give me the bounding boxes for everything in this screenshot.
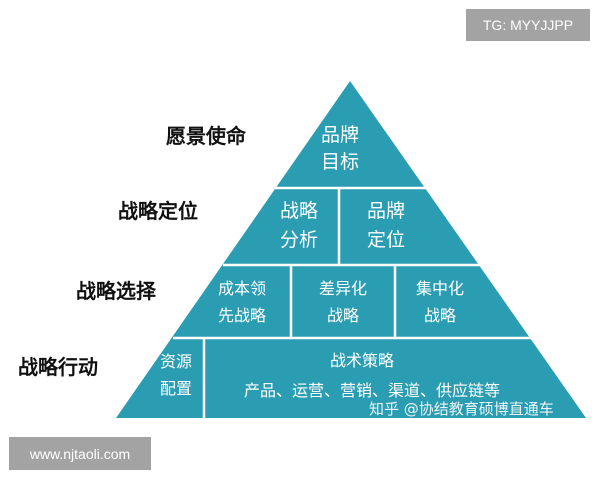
brand-positioning-line-2: 定位 [367,229,405,251]
level-1-side-label: 愿景使命 [166,124,247,148]
focus-strategy-line-1: 集中化 [416,279,464,298]
focus-strategy-line-2: 战略 [424,306,456,325]
website-badge-text: www.njtaoli.com [29,445,131,462]
level-3-side-label: 战略选择 [76,279,157,303]
brand-goal-line-2: 目标 [321,151,359,173]
brand-goal-line-1: 品牌 [321,124,359,146]
strategy-analysis-line-2: 分析 [280,229,318,251]
differentiation-line-2: 战略 [327,306,359,325]
cost-leadership-line-2: 先战略 [218,306,266,325]
tactical-strategy-line-2: 产品、运营、营销、渠道、供应链等 [244,381,500,400]
resource-allocation-line-2: 配置 [160,379,192,398]
website-badge: www.njtaoli.com [9,437,151,470]
telegram-badge-text: TG: MYYJJPP [482,17,574,33]
resource-allocation-line-1: 资源 [160,352,192,371]
tactical-strategy-line-1: 战术策略 [330,351,394,370]
level-4-side-label: 战略行动 [18,355,98,379]
zhihu-watermark: 知乎 @协结教育硕博直通车 [369,397,594,419]
cost-leadership-line-1: 成本领 [218,279,266,298]
differentiation-line-1: 差异化 [319,279,367,298]
telegram-badge: TG: MYYJJPP [466,9,590,41]
level-2-side-label: 战略定位 [118,199,198,223]
brand-positioning-line-1: 品牌 [367,200,405,222]
pyramid-shape [116,81,586,418]
strategy-analysis-line-1: 战略 [280,200,318,222]
zhihu-watermark-text: 知乎 @协结教育硕博直通车 [369,399,554,418]
